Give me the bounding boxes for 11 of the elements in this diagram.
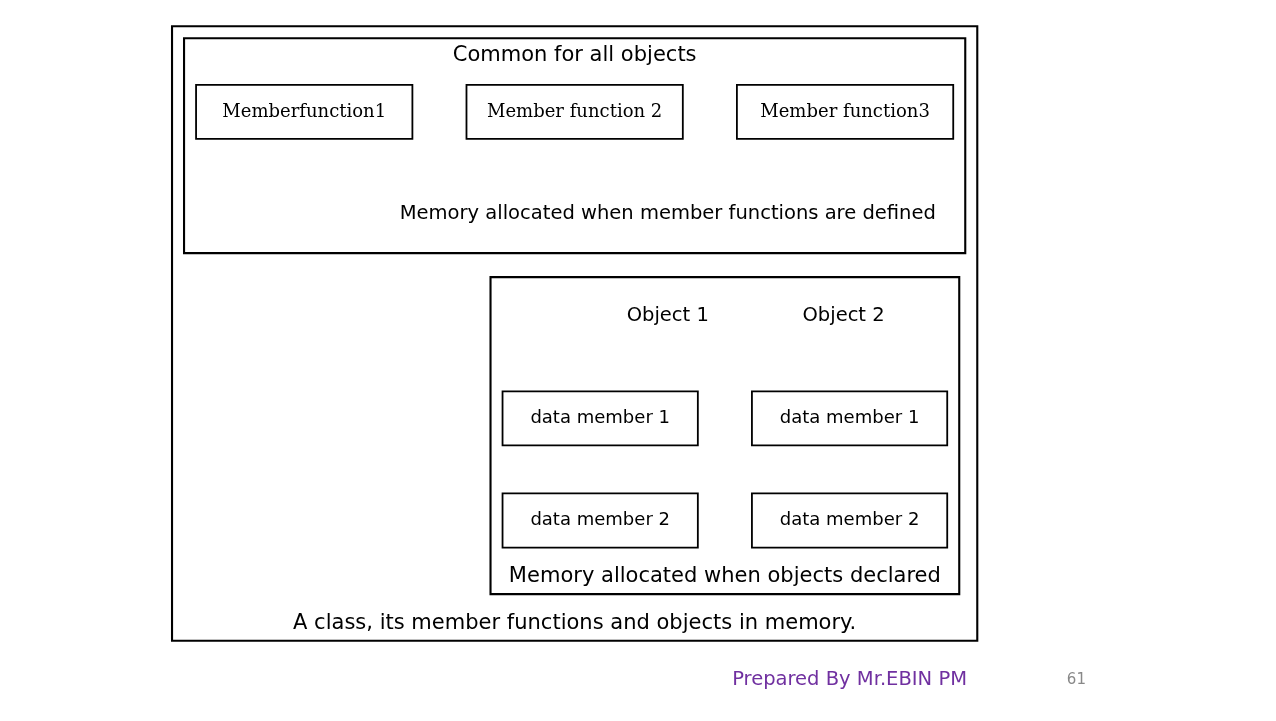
label: Prepared By Mr.EBIN PM bbox=[731, 666, 967, 690]
label: 61 bbox=[1066, 669, 1086, 688]
label: Object 2 bbox=[801, 303, 885, 327]
node-box: data member 1 bbox=[750, 390, 948, 447]
node-box: data member 2 bbox=[750, 492, 948, 549]
node-box: Memberfunction1 bbox=[194, 83, 413, 140]
node-box: Member function 2 bbox=[465, 83, 684, 140]
node-box: data member 1 bbox=[501, 390, 699, 447]
label: Object 1 bbox=[626, 303, 709, 327]
node-box: Member function3 bbox=[735, 83, 954, 140]
node-box: data member 2 bbox=[501, 492, 699, 549]
